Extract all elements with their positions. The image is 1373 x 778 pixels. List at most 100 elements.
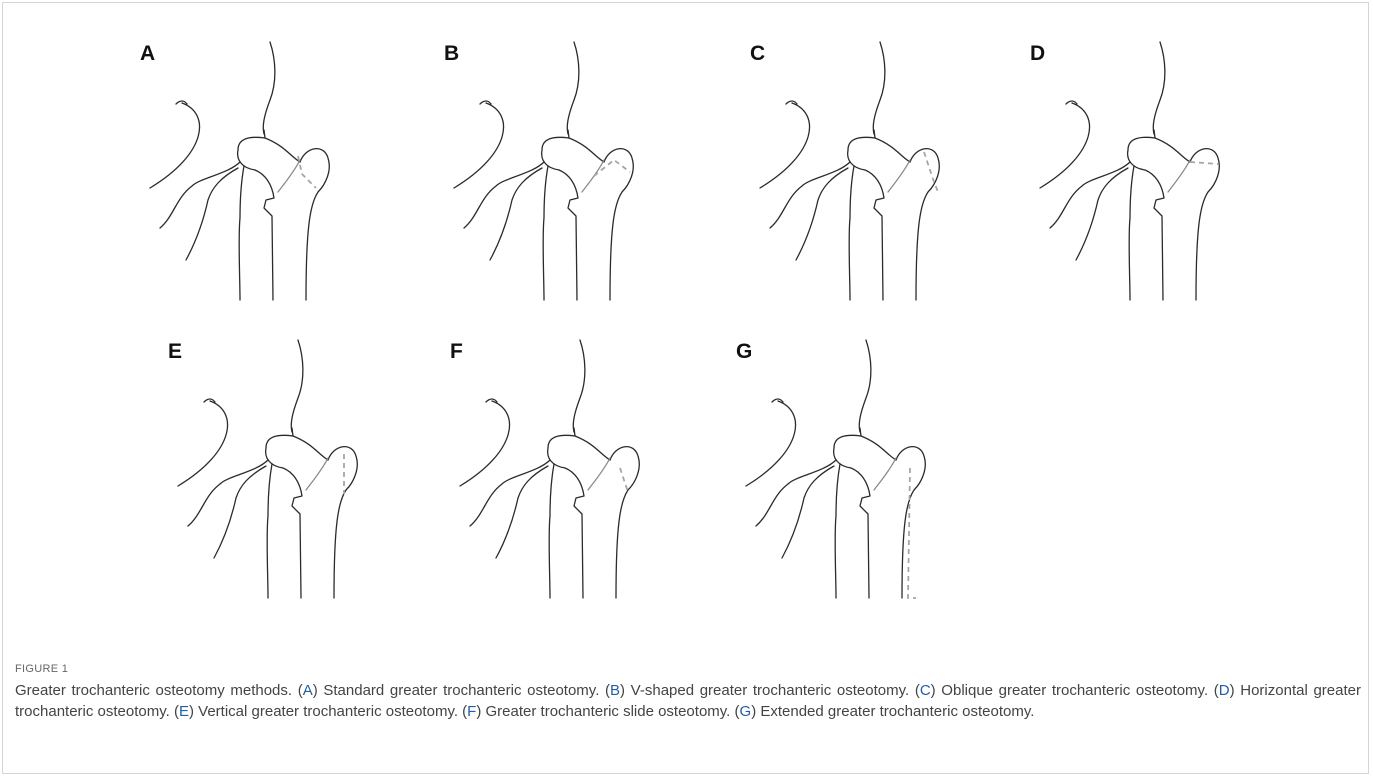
osteotomy-line (620, 468, 628, 492)
femoral-head-line (834, 435, 861, 468)
joint-capsule-line (569, 138, 604, 162)
neck-light-line (1168, 160, 1190, 192)
panel-label-a: A (140, 42, 155, 66)
femoral-head-line (266, 435, 293, 468)
femur-medial-line (565, 468, 584, 598)
panel-label-g: G (736, 340, 752, 364)
joint-capsule-line (293, 436, 328, 460)
tick-line (860, 428, 861, 436)
femur-medial-line (1145, 170, 1164, 300)
joint-capsule-line (861, 436, 896, 460)
acetabulum-rim-line (760, 101, 810, 188)
pubic-ramus-line (849, 166, 854, 300)
osteotomy-line (924, 152, 938, 192)
acetabulum-rim-line (460, 399, 510, 486)
panel-label-c: C (750, 42, 765, 66)
femur-medial-line (559, 170, 578, 300)
tick-line (874, 130, 875, 138)
caption-item-g: (G) Extended greater trochanteric osteot… (735, 703, 1035, 720)
tick-line (264, 130, 265, 138)
neck-light-line (582, 160, 604, 192)
pelvis-curve-line (1153, 42, 1165, 134)
pelvis-curve-line (859, 340, 871, 432)
panel-a: A (140, 38, 440, 338)
pelvis-curve-line (263, 42, 275, 134)
panel-g: G (736, 336, 1036, 636)
caption-letter-d[interactable]: D (1219, 682, 1230, 699)
panel-label-f: F (450, 340, 463, 364)
caption-letter-f[interactable]: F (467, 703, 476, 720)
panel-label-d: D (1030, 42, 1045, 66)
femur-medial-line (851, 468, 870, 598)
hip-drawing-a (140, 38, 440, 338)
pubic-ramus-line (549, 464, 554, 598)
acetabulum-rim-line (178, 399, 228, 486)
femoral-head-line (238, 137, 265, 170)
femoral-head-line (548, 435, 575, 468)
tick-line (568, 130, 569, 138)
caption-letter-b[interactable]: B (610, 682, 620, 699)
pubis-line (214, 466, 266, 558)
joint-capsule-line (575, 436, 610, 460)
pubis-line (1076, 168, 1128, 260)
acetabulum-rim-line (150, 101, 200, 188)
hip-drawing-f (450, 336, 750, 636)
femur-lateral-line (328, 447, 357, 598)
pelvis-curve-line (873, 42, 885, 134)
caption-item-f: (F) Greater trochanteric slide osteotomy… (462, 703, 734, 720)
panel-c: C (750, 38, 1050, 338)
tick-line (1154, 130, 1155, 138)
neck-light-line (588, 458, 610, 490)
figure-caption: FIGURE 1 Greater trochanteric osteotomy … (15, 663, 1361, 722)
hip-drawing-g (736, 336, 1036, 636)
pubic-ramus-line (1129, 166, 1134, 300)
panel-e: E (168, 336, 468, 636)
osteotomy-line (1190, 162, 1218, 164)
pubic-ramus-line (543, 166, 548, 300)
pubic-ramus-line (267, 464, 272, 598)
pubis-line (782, 466, 834, 558)
pubis-line (496, 466, 548, 558)
acetabulum-rim-line (1040, 101, 1090, 188)
caption-letter-a[interactable]: A (303, 682, 313, 699)
joint-capsule-line (265, 138, 300, 162)
panel-label-e: E (168, 340, 182, 364)
femur-medial-line (255, 170, 274, 300)
figure-number: FIGURE 1 (15, 663, 1361, 675)
caption-letter-g[interactable]: G (740, 703, 752, 720)
caption-item-a: (A) Standard greater trochanteric osteot… (298, 682, 605, 699)
acetabulum-rim-line (746, 399, 796, 486)
caption-text: Greater trochanteric osteotomy methods. … (15, 681, 1361, 722)
femoral-head-line (542, 137, 569, 170)
caption-item-e: (E) Vertical greater trochanteric osteot… (174, 703, 462, 720)
femur-medial-line (865, 170, 884, 300)
neck-light-line (888, 160, 910, 192)
hip-drawing-c (750, 38, 1050, 338)
femur-lateral-line (610, 447, 639, 598)
neck-light-line (278, 160, 300, 192)
pubic-ramus-line (835, 464, 840, 598)
tick-line (574, 428, 575, 436)
joint-capsule-line (1155, 138, 1190, 162)
osteotomy-line (908, 468, 916, 598)
caption-letter-c[interactable]: C (920, 682, 931, 699)
caption-letter-e[interactable]: E (179, 703, 189, 720)
neck-light-line (874, 458, 896, 490)
acetabulum-rim-line (454, 101, 504, 188)
neck-light-line (306, 458, 328, 490)
caption-item-b: (B) V-shaped greater trochanteric osteot… (605, 682, 915, 699)
hip-drawing-e (168, 336, 468, 636)
panel-d: D (1030, 38, 1330, 338)
hip-drawing-d (1030, 38, 1330, 338)
pelvis-curve-line (567, 42, 579, 134)
femur-lateral-line (1190, 149, 1219, 300)
femoral-head-line (848, 137, 875, 170)
pelvis-curve-line (291, 340, 303, 432)
pubic-ramus-line (239, 166, 244, 300)
caption-item-c: (C) Oblique greater trochanteric osteoto… (915, 682, 1214, 699)
joint-capsule-line (875, 138, 910, 162)
pubis-line (490, 168, 542, 260)
femur-medial-line (283, 468, 302, 598)
panel-b: B (444, 38, 744, 338)
femoral-head-line (1128, 137, 1155, 170)
